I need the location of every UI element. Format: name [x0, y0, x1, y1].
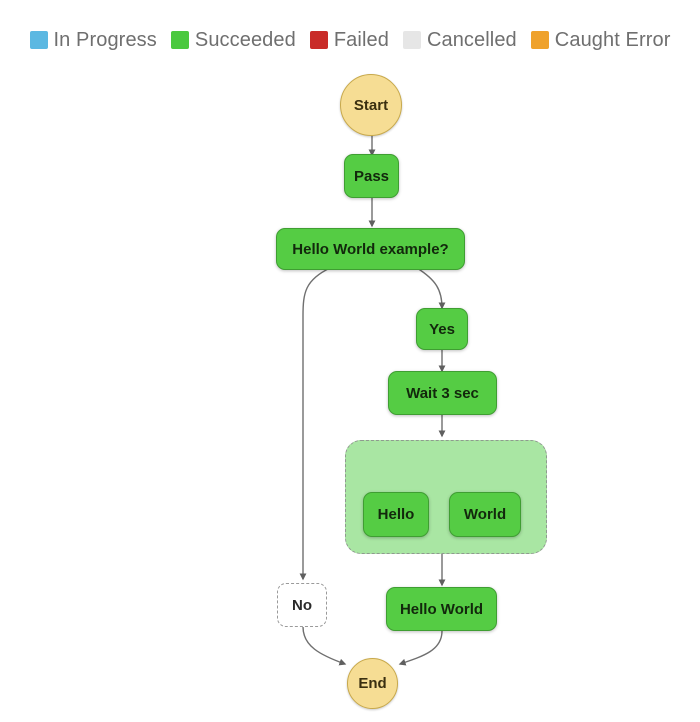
legend-swatch-icon	[29, 31, 48, 49]
node-wait-3-sec[interactable]: Wait 3 sec	[388, 371, 497, 415]
node-label: No	[292, 596, 312, 614]
node-label: Hello World example?	[292, 240, 449, 258]
node-label: Pass	[353, 167, 390, 185]
legend-swatch-icon	[309, 31, 328, 49]
node-hello[interactable]: Hello	[363, 492, 429, 537]
node-no[interactable]: No	[277, 583, 327, 627]
legend-swatch-icon	[530, 31, 549, 49]
node-label: Hello World	[399, 600, 484, 618]
legend-swatch-icon	[170, 31, 189, 49]
node-label: End	[358, 675, 387, 692]
legend-label: In Progress	[53, 29, 157, 51]
edge-hello-world-to-end	[398, 630, 443, 666]
node-label: Wait 3 sec	[406, 384, 479, 402]
node-start[interactable]: Start	[340, 74, 402, 136]
node-label: Hello	[377, 506, 415, 523]
node-world[interactable]: World	[449, 492, 521, 537]
legend-label: Caught Error	[554, 29, 671, 51]
node-end[interactable]: End	[347, 658, 398, 709]
node-hello-world[interactable]: Hello World	[386, 587, 497, 631]
execution-flow-graph: Start Pass Hello World example? Yes Wait…	[0, 58, 700, 722]
node-label: Yes	[429, 320, 455, 338]
node-yes[interactable]: Yes	[416, 308, 468, 350]
node-label: World	[463, 506, 507, 523]
legend-item-failed: Failed	[309, 29, 389, 51]
legend-item-caught-error: Caught Error	[530, 29, 671, 51]
edge-no-to-end	[302, 626, 347, 666]
edge-choice-to-no	[299, 267, 331, 581]
legend-item-succeeded: Succeeded	[170, 29, 296, 51]
legend-swatch-icon	[402, 31, 421, 49]
node-label: Start	[353, 96, 389, 114]
legend-label: Succeeded	[194, 29, 296, 51]
legend-item-cancelled: Cancelled	[402, 29, 517, 51]
legend-label: Cancelled	[426, 29, 517, 51]
legend-item-in-progress: In Progress	[29, 29, 157, 51]
status-legend: In Progress Succeeded Failed Cancelled C…	[0, 22, 700, 58]
legend-label: Failed	[333, 29, 389, 51]
edge-choice-to-yes	[416, 267, 446, 310]
node-choice-hello-world-example[interactable]: Hello World example?	[276, 228, 465, 270]
node-pass[interactable]: Pass	[344, 154, 399, 198]
